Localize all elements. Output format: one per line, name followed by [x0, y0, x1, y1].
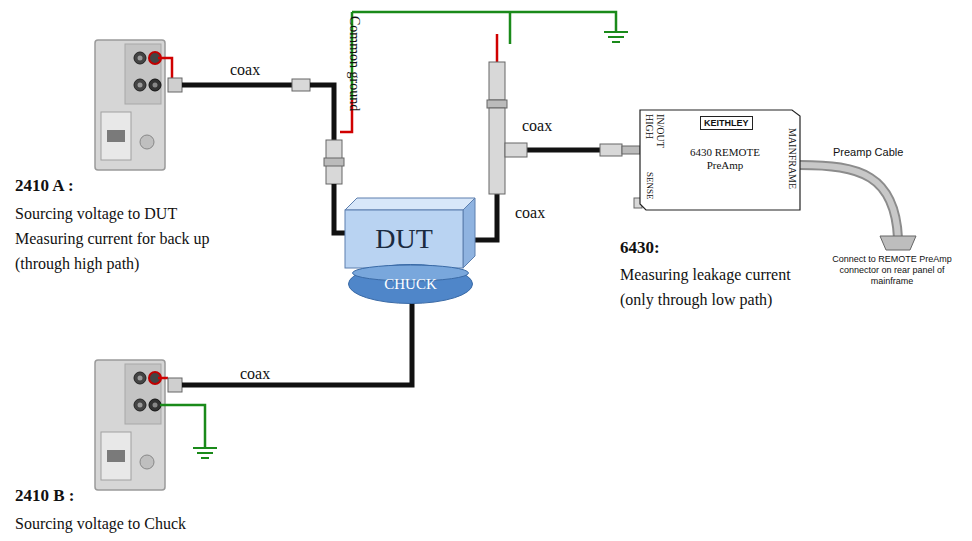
node-text: DUT — [345, 210, 463, 268]
ground-label: Common ground — [345, 16, 364, 111]
cable-label: coax — [515, 203, 545, 222]
instrument-role: (only through low path) — [620, 290, 772, 309]
model-label: 6430 REMOTE PreAmp — [688, 146, 762, 172]
instrument-role: Measuring leakage current — [620, 265, 791, 284]
chuck-ellipse: CHUCK — [348, 264, 473, 304]
instrument-role: Sourcing voltage to Chuck — [15, 514, 186, 533]
cable-label: Preamp Cable — [833, 146, 903, 159]
port-label: MAINFRAME — [787, 128, 798, 189]
instrument-role: Sourcing voltage to DUT — [15, 204, 177, 223]
brand-label: KEITHLEY — [700, 116, 753, 130]
connection-note: Connect to REMOTE PreAmp connector on re… — [822, 254, 962, 287]
instrument-name: 6430: — [620, 238, 660, 257]
preamp-box: KEITHLEY 6430 REMOTE PreAmp IN/OUT HIGH SEN… — [640, 110, 800, 210]
instrument-role: Measuring current for back up — [15, 229, 210, 248]
dut-box: DUT — [345, 198, 475, 268]
port-label: SENSE — [644, 172, 655, 200]
node-text: CHUCK — [348, 266, 473, 302]
port-label: IN/OUT HIGH — [644, 114, 666, 164]
cable-label: coax — [240, 364, 270, 383]
instrument-role: (through high path) — [15, 254, 139, 273]
instrument-name: 2410 B : — [15, 486, 75, 505]
instrument-name: 2410 A : — [15, 176, 74, 195]
cable-label: coax — [230, 60, 260, 79]
cable-label: coax — [522, 116, 552, 135]
